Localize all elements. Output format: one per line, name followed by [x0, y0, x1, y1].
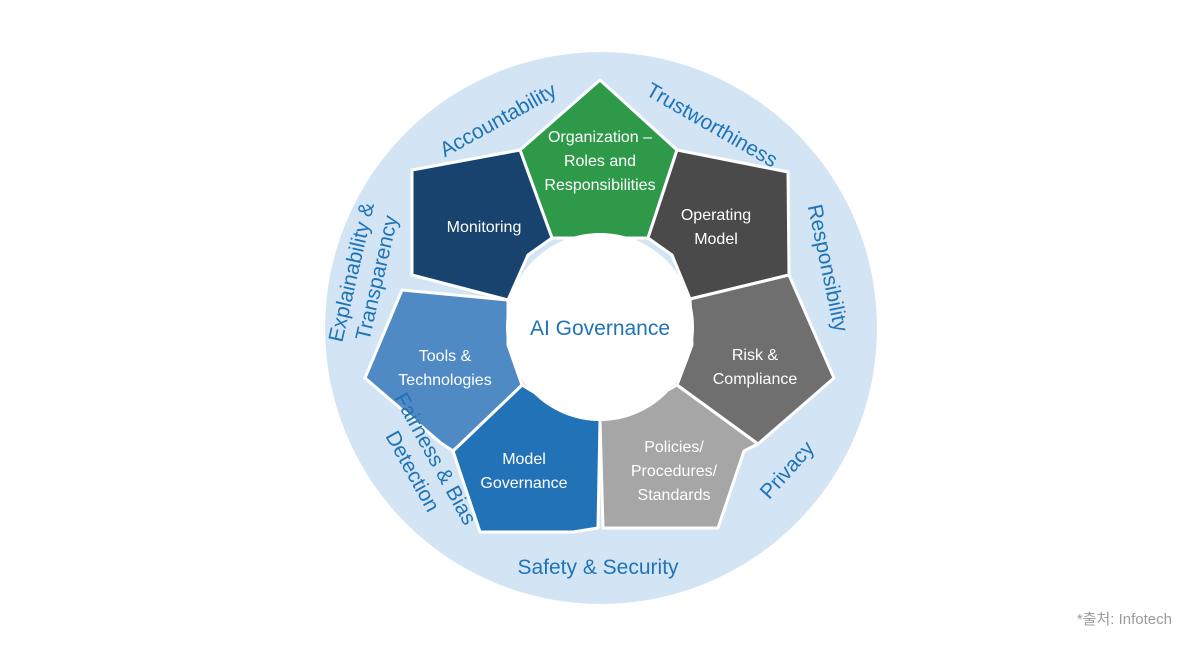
segment-5 — [363, 288, 524, 453]
segment-label-3: Policies/Procedures/Standards — [631, 439, 718, 504]
center-title: AI Governance — [530, 317, 670, 340]
segment-6 — [410, 148, 554, 302]
segment-label-6: Monitoring — [447, 219, 522, 236]
segment-label-2: Risk &Compliance — [713, 347, 798, 388]
ring-label-4: Safety & Security — [517, 556, 679, 579]
segment-4 — [451, 383, 602, 534]
center-circle — [506, 233, 694, 421]
source-credit: *출처: Infotech — [1076, 611, 1172, 628]
segment-label-5: Tools &Technologies — [398, 348, 491, 389]
